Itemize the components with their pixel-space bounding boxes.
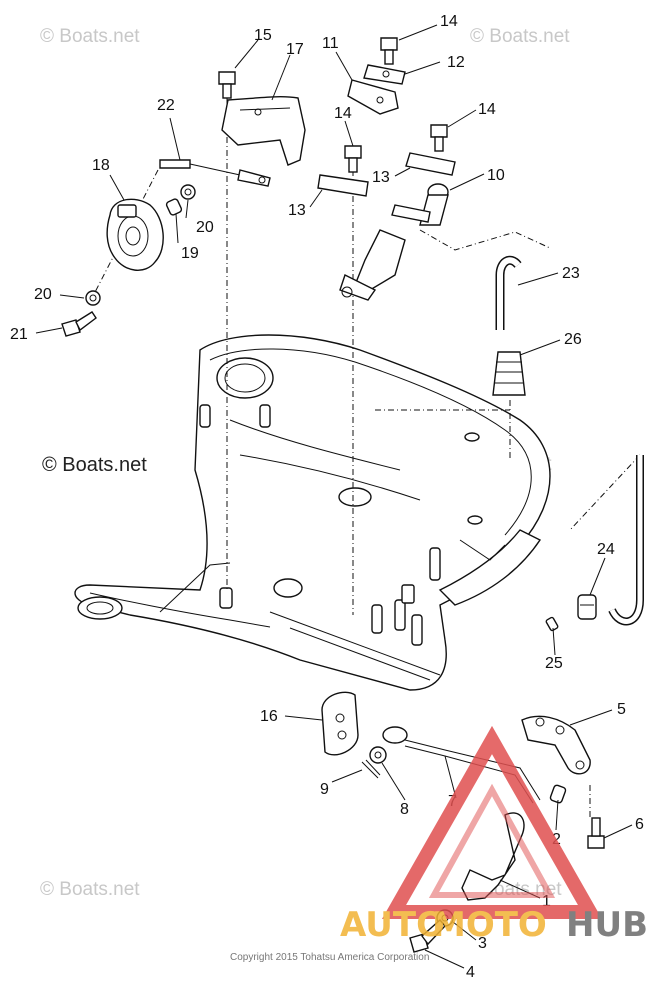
callout-14-middle: 14 — [334, 105, 352, 122]
callout-20-upper: 20 — [196, 219, 214, 236]
part-19-collar — [165, 198, 183, 216]
part-22-link-rod — [159, 159, 271, 187]
part-14-bolt-top — [380, 37, 398, 65]
callout-13-left: 13 — [288, 202, 306, 219]
part-12-plate — [363, 64, 406, 85]
part-15-bolt — [218, 71, 236, 99]
part-23-hose — [495, 255, 522, 330]
part-6-bolt — [587, 817, 605, 849]
callout-14-top: 14 — [440, 13, 458, 30]
leader-lines — [35, 24, 633, 969]
callout-1: 1 — [542, 893, 551, 910]
callout-21: 21 — [10, 326, 28, 343]
part-5-lever — [521, 715, 591, 775]
callout-25: 25 — [545, 655, 563, 672]
part-1-shift-arm — [461, 812, 525, 901]
part-21-bolt — [61, 311, 97, 337]
callout-20-lower: 20 — [34, 286, 52, 303]
callout-4: 4 — [466, 964, 475, 981]
callout-24: 24 — [597, 541, 615, 558]
brand-text-auto: AUTO — [340, 905, 445, 945]
lower-cowling — [74, 334, 551, 691]
alignment-lines — [91, 98, 641, 818]
right-hose — [608, 455, 644, 626]
callout-19: 19 — [181, 245, 199, 262]
part-13-plate-left — [317, 174, 369, 197]
part-8-washer — [369, 746, 387, 764]
part-20-washer-lower — [85, 290, 101, 306]
callout-16: 16 — [260, 708, 278, 725]
part-18-friction-unit — [106, 198, 164, 271]
part-26-grommet — [492, 351, 526, 396]
part-4-bolt — [409, 918, 446, 953]
watermark-top-right: © Boats.net — [470, 26, 570, 47]
callout-3: 3 — [478, 935, 487, 952]
callout-12: 12 — [447, 54, 465, 71]
callout-18: 18 — [92, 157, 110, 174]
callout-10: 10 — [487, 167, 505, 184]
part-11-plate — [347, 79, 399, 115]
callout-13-right: 13 — [372, 169, 390, 186]
part-17-bracket — [221, 96, 306, 166]
part-16-cover — [321, 691, 359, 756]
part-25-pin — [545, 616, 559, 632]
part-14-bolt-middle — [344, 145, 362, 173]
callout-9: 9 — [320, 781, 329, 798]
part-20-washer-upper — [180, 184, 196, 200]
callout-15: 15 — [254, 27, 272, 44]
brand-text-hub: HUB — [566, 905, 648, 945]
automotohub-logo: AUTO MOTO HUB — [340, 725, 648, 945]
callout-17: 17 — [286, 41, 304, 58]
watermark-main: © Boats.net — [42, 454, 147, 476]
part-13-plate-right — [405, 152, 456, 176]
callout-5: 5 — [617, 701, 626, 718]
part-2-collar — [549, 784, 567, 804]
callout-14-right: 14 — [478, 101, 496, 118]
brand-text-moto: MOTO — [432, 905, 547, 945]
part-10-shift-assembly — [339, 183, 449, 301]
copyright-notice: Copyright 2015 Tohatsu America Corporati… — [230, 952, 429, 963]
callout-6: 6 — [635, 816, 644, 833]
part-9-cotter-pin — [361, 759, 381, 779]
callout-23: 23 — [562, 265, 580, 282]
callout-labels: 15 17 22 18 20 19 20 21 11 12 14 14 14 1… — [10, 13, 644, 981]
part-14-bolt-right — [430, 124, 448, 152]
callout-22: 22 — [157, 97, 175, 114]
part-24-cap — [577, 594, 597, 620]
callout-26: 26 — [564, 331, 582, 348]
watermark-bottom-left: © Boats.net — [40, 879, 140, 900]
watermark-top-left: © Boats.net — [40, 26, 140, 47]
callout-8: 8 — [400, 801, 409, 818]
callout-11: 11 — [322, 35, 339, 52]
